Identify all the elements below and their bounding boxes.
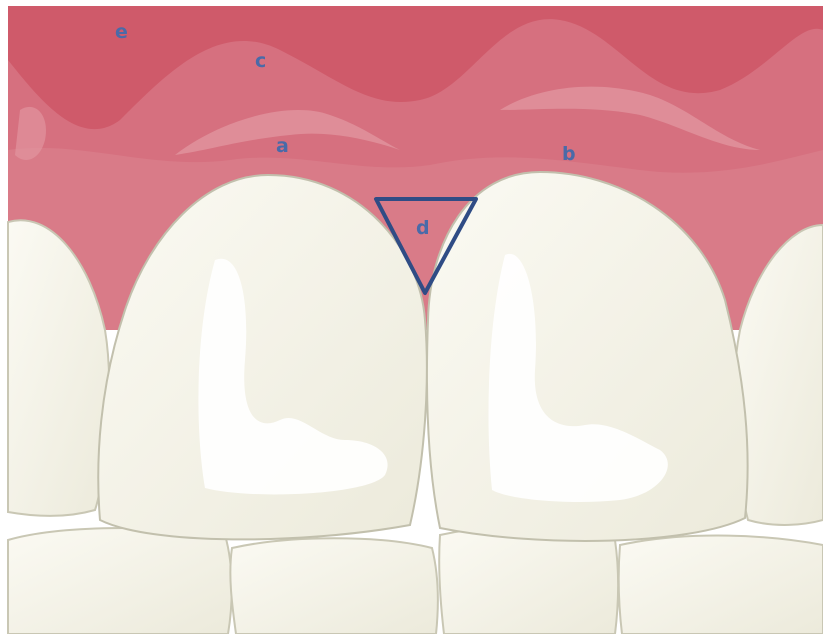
label-d: d — [416, 217, 430, 239]
label-e: e — [115, 21, 128, 43]
label-c: c — [255, 50, 266, 72]
tooth-lower-2 — [230, 538, 437, 634]
tooth-lower-1 — [8, 528, 232, 634]
label-a: a — [276, 135, 289, 157]
tooth-lower-4 — [619, 536, 823, 634]
label-b: b — [562, 143, 576, 165]
tooth-lower-3 — [439, 527, 618, 634]
